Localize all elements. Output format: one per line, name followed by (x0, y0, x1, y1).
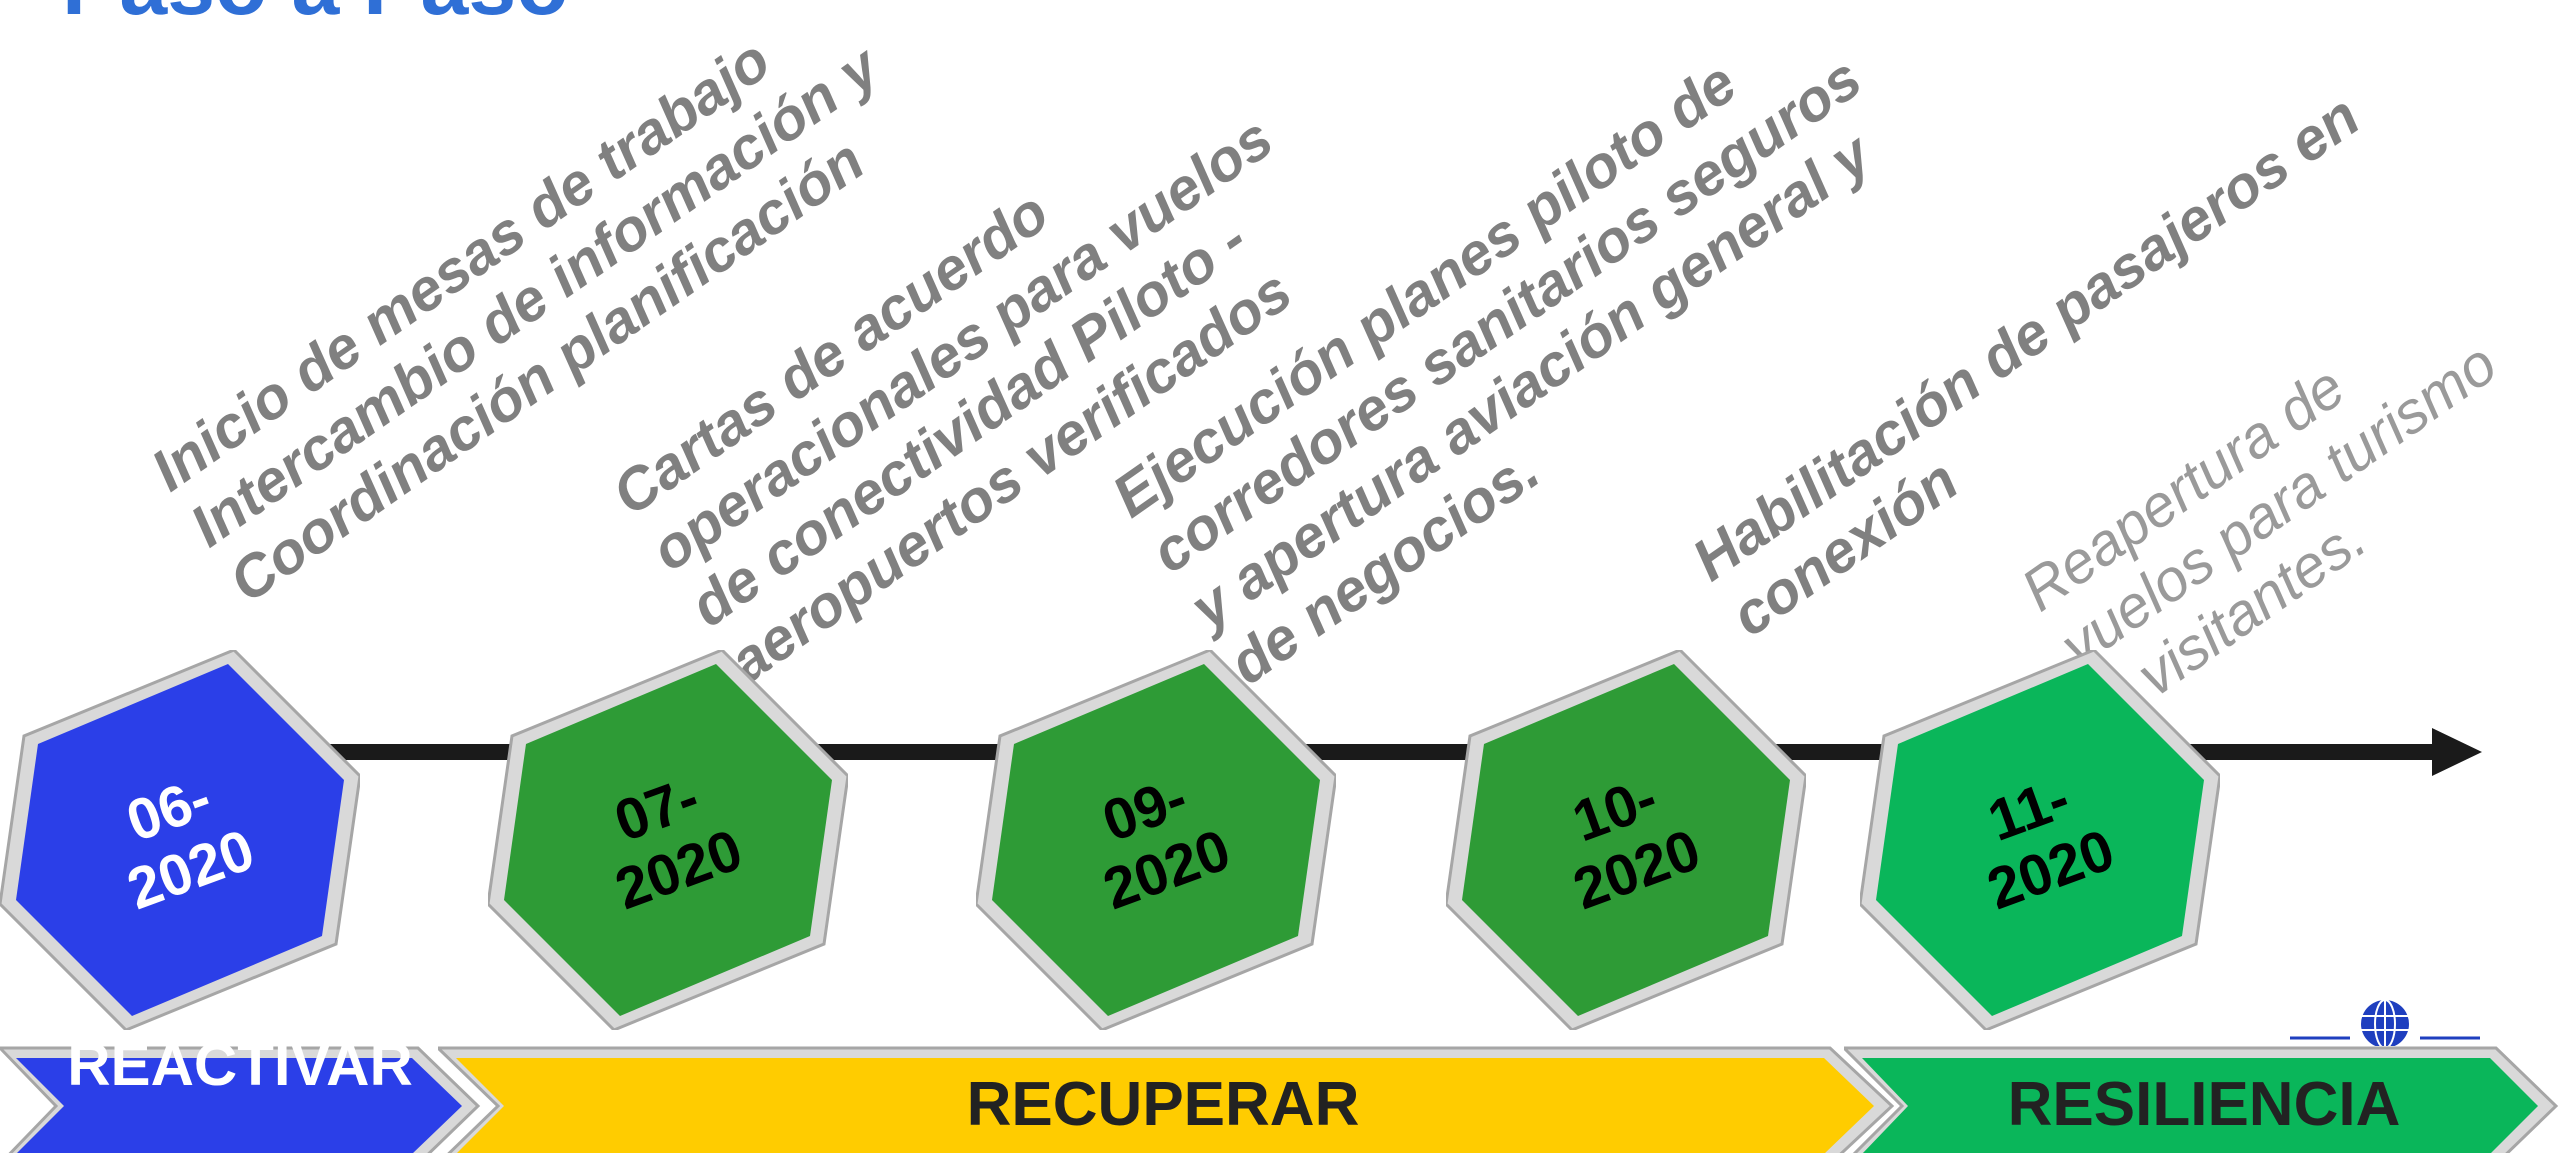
milestone-hexagon: 07- 2020 (488, 650, 848, 1030)
milestone-hexagon: 11- 2020 (1860, 650, 2220, 1030)
globe-icon (2290, 999, 2480, 1046)
phase-label: RECUPERAR (966, 1070, 1360, 1139)
phase-label: RESILIENCIA (2007, 1070, 2401, 1139)
phase-chevron-resiliencia: RESILIENCIA (1844, 1040, 2560, 1153)
phase-chevron-reactivar: REACTIVAR (0, 1031, 484, 1153)
phase-label: REACTIVAR (67, 1030, 413, 1098)
phase-chevron-recuperar: RECUPERAR (438, 1040, 1898, 1153)
milestone-hexagon: 06- 2020 (0, 650, 360, 1030)
timeline-arrowhead (2432, 728, 2482, 776)
page-title: Paso a Paso (62, 0, 569, 28)
milestone-hexagon: 09- 2020 (976, 650, 1336, 1030)
milestone-hexagon: 10- 2020 (1446, 650, 1806, 1030)
